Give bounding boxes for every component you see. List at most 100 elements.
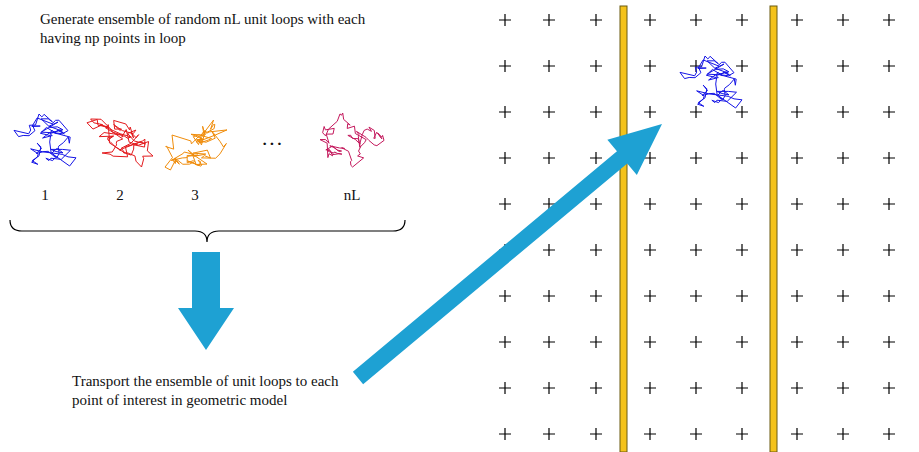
label-holder: Transport the ensemble of unit loops to …	[72, 372, 347, 410]
yellow-wall	[620, 6, 627, 452]
grid-point	[883, 60, 895, 72]
grid-point	[883, 106, 895, 118]
loop-label: nL	[335, 186, 369, 205]
grid-point	[590, 382, 602, 394]
grid-point	[543, 336, 555, 348]
grid-point	[590, 290, 602, 302]
grid-point	[590, 244, 602, 256]
grid-point	[543, 290, 555, 302]
step-note: Transport the ensemble of unit loops to …	[72, 372, 347, 410]
random-loop	[680, 56, 742, 108]
grid-point	[644, 244, 656, 256]
grid-point	[837, 290, 849, 302]
grid-point	[883, 290, 895, 302]
grid-point	[736, 106, 748, 118]
grid-point	[736, 382, 748, 394]
label-holder: 2	[110, 186, 130, 205]
grid-point	[543, 14, 555, 26]
random-loop	[14, 114, 76, 166]
grid-point	[837, 428, 849, 440]
grid-point	[644, 14, 656, 26]
grid-point	[590, 14, 602, 26]
grid-point	[736, 198, 748, 210]
grid-point	[644, 336, 656, 348]
grid-point	[644, 60, 656, 72]
grid-point	[883, 244, 895, 256]
grid-point	[883, 198, 895, 210]
brace	[10, 220, 405, 242]
grid-point	[791, 244, 803, 256]
random-loop	[165, 120, 227, 170]
grid-point	[590, 198, 602, 210]
grid-point	[791, 336, 803, 348]
grid-point	[736, 336, 748, 348]
grid-point	[499, 60, 511, 72]
grid-point	[590, 106, 602, 118]
step-note: Generate ensemble of random nL unit loop…	[40, 10, 385, 48]
transport-arrow	[353, 124, 662, 384]
label-holder: 1	[35, 186, 55, 205]
grid-point	[543, 152, 555, 164]
random-loop	[320, 113, 384, 167]
grid-point	[690, 152, 702, 164]
grid-point	[736, 60, 748, 72]
grid-point	[837, 198, 849, 210]
grid-point	[690, 198, 702, 210]
grid-point	[499, 106, 511, 118]
grid-point	[543, 106, 555, 118]
down-arrow	[178, 252, 234, 350]
grid-point	[543, 244, 555, 256]
grid-point	[883, 14, 895, 26]
grid-point	[837, 14, 849, 26]
label-holder: ···	[252, 130, 292, 158]
grid-point	[837, 244, 849, 256]
grid-point	[499, 152, 511, 164]
grid-point	[736, 290, 748, 302]
grid-point	[690, 336, 702, 348]
grid-point	[791, 382, 803, 394]
label-holder: Generate ensemble of random nL unit loop…	[40, 10, 385, 48]
grid-point	[499, 198, 511, 210]
random-loop	[87, 119, 153, 167]
grid-point	[837, 152, 849, 164]
grid-point	[690, 14, 702, 26]
grid-point	[791, 106, 803, 118]
grid-point	[499, 428, 511, 440]
label-holder: nL	[335, 186, 369, 205]
grid-point	[499, 290, 511, 302]
grid-point	[837, 106, 849, 118]
grid-point	[644, 198, 656, 210]
grid-point	[644, 428, 656, 440]
grid-point	[690, 290, 702, 302]
grid-point	[499, 336, 511, 348]
grid-point	[883, 428, 895, 440]
grid-point	[837, 382, 849, 394]
loop-label: 3	[185, 186, 205, 205]
loop-label: 1	[35, 186, 55, 205]
grid-point	[736, 152, 748, 164]
grid-point	[883, 382, 895, 394]
loop-label: ···	[252, 130, 292, 158]
grid-point	[644, 382, 656, 394]
grid-point	[590, 60, 602, 72]
grid-point	[644, 106, 656, 118]
grid-point	[736, 244, 748, 256]
loop-label: 2	[110, 186, 130, 205]
grid-point	[791, 152, 803, 164]
grid-point	[791, 14, 803, 26]
grid-points	[499, 14, 895, 440]
grid-point	[543, 382, 555, 394]
grid-point	[791, 60, 803, 72]
grid-point	[590, 336, 602, 348]
grid-point	[590, 152, 602, 164]
yellow-wall	[770, 6, 777, 452]
label-holder: 3	[185, 186, 205, 205]
grid-point	[736, 14, 748, 26]
grid-point	[883, 152, 895, 164]
grid-point	[690, 382, 702, 394]
grid-point	[499, 382, 511, 394]
grid-point	[499, 14, 511, 26]
grid-point	[543, 60, 555, 72]
grid-point	[690, 106, 702, 118]
grid-point	[791, 290, 803, 302]
